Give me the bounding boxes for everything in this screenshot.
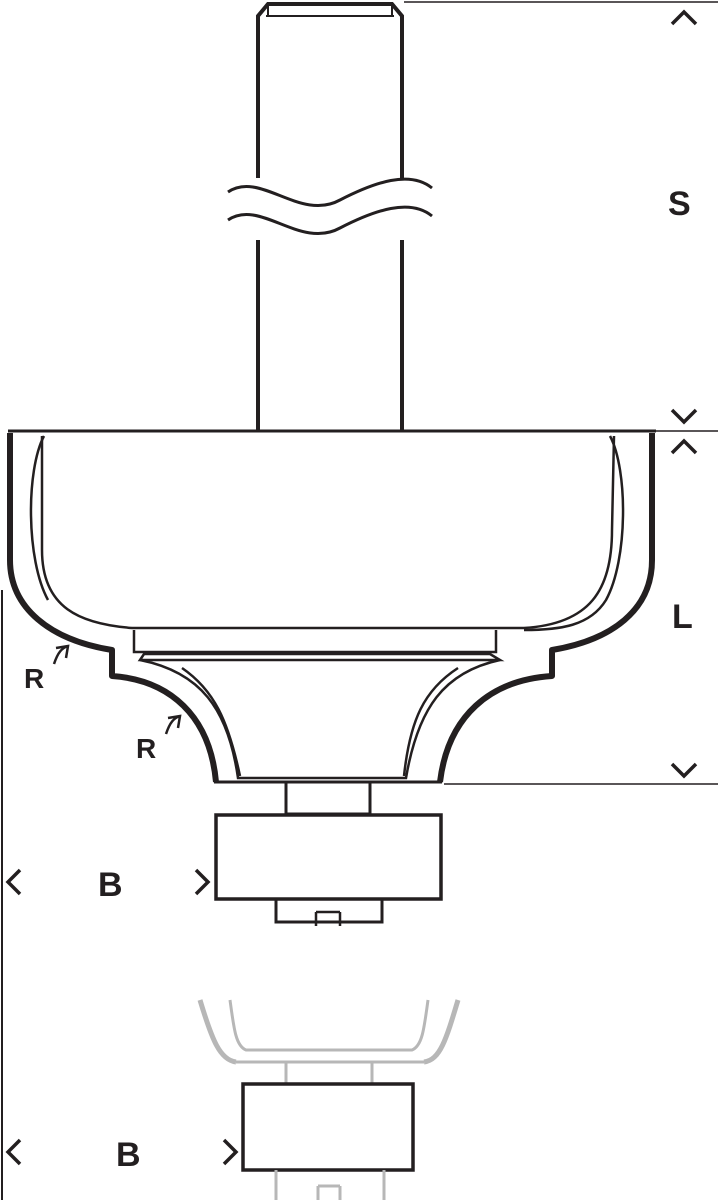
radius-lower-arrow-icon	[164, 714, 182, 735]
label-b-upper: B	[98, 866, 123, 904]
label-radius-upper: R	[24, 663, 44, 694]
b-lower-left-arrow-icon	[5, 1138, 22, 1166]
s-top-arrow-icon	[670, 9, 698, 26]
bearing-upper	[214, 780, 443, 926]
cutter-body	[7, 429, 656, 784]
shank-break-marks	[222, 177, 438, 240]
label-b-lower: B	[116, 1136, 141, 1174]
label-l: L	[672, 598, 693, 636]
b-lower-right-arrow-icon	[222, 1138, 239, 1166]
shank	[256, 2, 404, 430]
bearing-alternate-ghost	[197, 999, 461, 1200]
b-upper-left-arrow-icon	[5, 868, 22, 896]
l-top-arrow-icon	[670, 438, 698, 455]
radius-upper-arrow-icon	[52, 644, 70, 665]
l-bottom-arrow-icon	[670, 762, 698, 779]
b-upper-right-arrow-icon	[194, 868, 211, 896]
s-bottom-arrow-icon	[670, 408, 698, 425]
label-s: S	[668, 185, 691, 223]
label-radius-lower: R	[136, 733, 156, 764]
